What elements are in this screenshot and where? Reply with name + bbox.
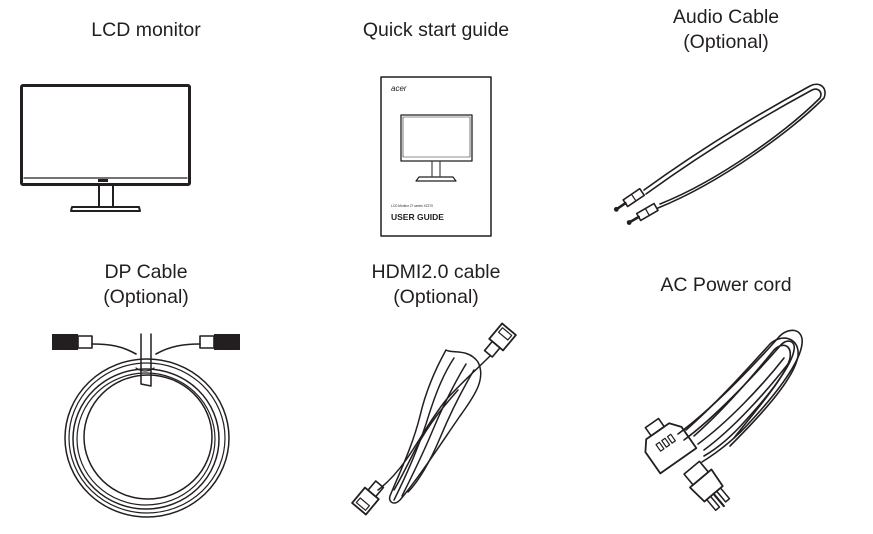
item-note: (Optional) — [103, 286, 189, 308]
ac-power-cord-illustration — [638, 322, 814, 518]
quick-start-guide-label: Quick start guide — [363, 18, 509, 43]
quick-start-guide-illustration: acer LCD Monitor 27 series XZ270 USER GU… — [380, 76, 493, 238]
guide-title: USER GUIDE — [391, 212, 444, 222]
item-name: HDMI2.0 cable — [371, 261, 501, 283]
hdmi-cable-label: HDMI2.0 cable (Optional) — [372, 260, 501, 310]
item-name: AC Power cord — [660, 274, 792, 296]
lcd-monitor-illustration — [20, 84, 192, 216]
item-note: (Optional) — [683, 31, 769, 53]
ac-power-cord-label: AC Power cord — [660, 273, 791, 298]
guide-brand: acer — [391, 84, 407, 93]
lcd-monitor-label: LCD monitor — [91, 18, 200, 43]
guide-subtitle: LCD Monitor 27 series XZ270 — [391, 204, 433, 208]
hdmi-cable-illustration — [350, 320, 530, 520]
dp-cable-label: DP Cable (Optional) — [103, 260, 189, 310]
audio-cable-illustration — [612, 80, 832, 225]
item-name: LCD monitor — [91, 19, 201, 41]
item-name: Quick start guide — [362, 19, 510, 41]
audio-cable-label: Audio Cable (Optional) — [673, 5, 779, 55]
dp-cable-illustration — [50, 328, 246, 522]
item-name: Audio Cable — [672, 6, 780, 28]
item-note: (Optional) — [393, 286, 479, 308]
item-name: DP Cable — [104, 261, 188, 283]
